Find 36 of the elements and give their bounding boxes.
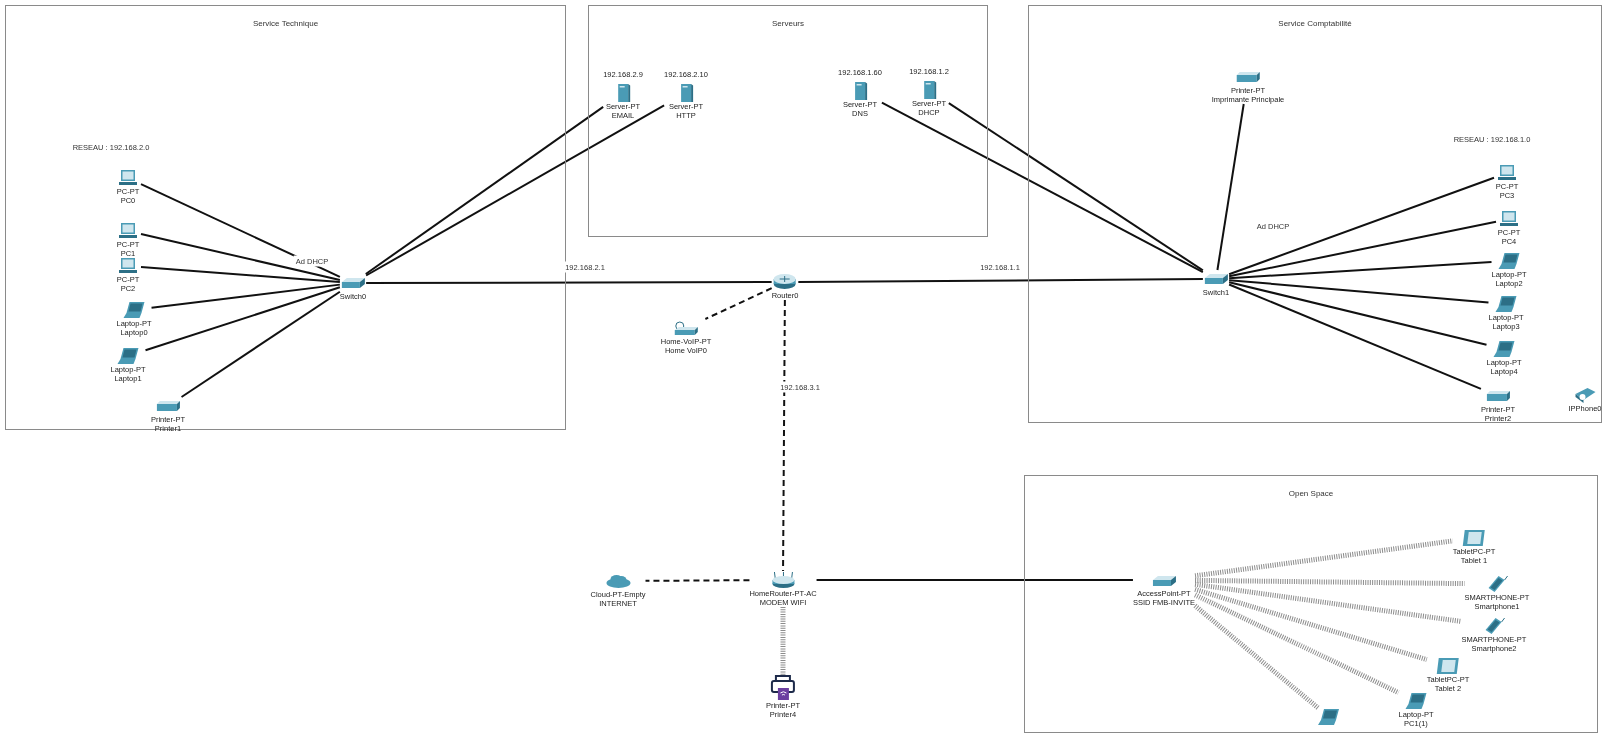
- network-cable: [947, 102, 1204, 272]
- network-cable: [1228, 281, 1488, 346]
- zone-title: Service Technique: [252, 19, 319, 28]
- network-cable: [140, 266, 341, 283]
- network-cable: [150, 283, 341, 309]
- wireless-link: [780, 607, 786, 675]
- network-cable: [140, 233, 341, 281]
- network-cable: [880, 101, 1204, 274]
- wireless-link: [1193, 603, 1320, 710]
- network-cable: [180, 290, 341, 398]
- network-cable: [365, 281, 773, 284]
- crossover-cable: [782, 299, 786, 572]
- zone-title: Service Comptabilité: [1278, 19, 1352, 28]
- network-cable: [1216, 103, 1245, 271]
- wireless-link: [1194, 538, 1454, 579]
- wireless-link: [1194, 581, 1462, 624]
- network-cable: [1228, 279, 1490, 304]
- network-cable: [815, 579, 1134, 581]
- network-cable: [1228, 261, 1493, 280]
- network-cable: [1228, 176, 1495, 276]
- zone-frame: [1024, 475, 1598, 733]
- network-cable: [140, 183, 341, 278]
- wireless-link: [1195, 577, 1465, 587]
- zone-frame: [588, 5, 988, 237]
- network-cable: [1228, 220, 1497, 278]
- crossover-cable: [704, 287, 773, 320]
- network-cable: [797, 278, 1204, 283]
- network-cable: [1228, 283, 1482, 390]
- zone-title: Serveurs: [772, 19, 804, 28]
- network-cable: [144, 286, 341, 352]
- wireless-link: [1193, 592, 1400, 695]
- crossover-cable: [644, 579, 751, 582]
- network-cable: [364, 105, 605, 275]
- zone-title: Open Space: [1288, 489, 1334, 498]
- wireless-link: [1194, 587, 1428, 662]
- network-cable: [365, 104, 666, 277]
